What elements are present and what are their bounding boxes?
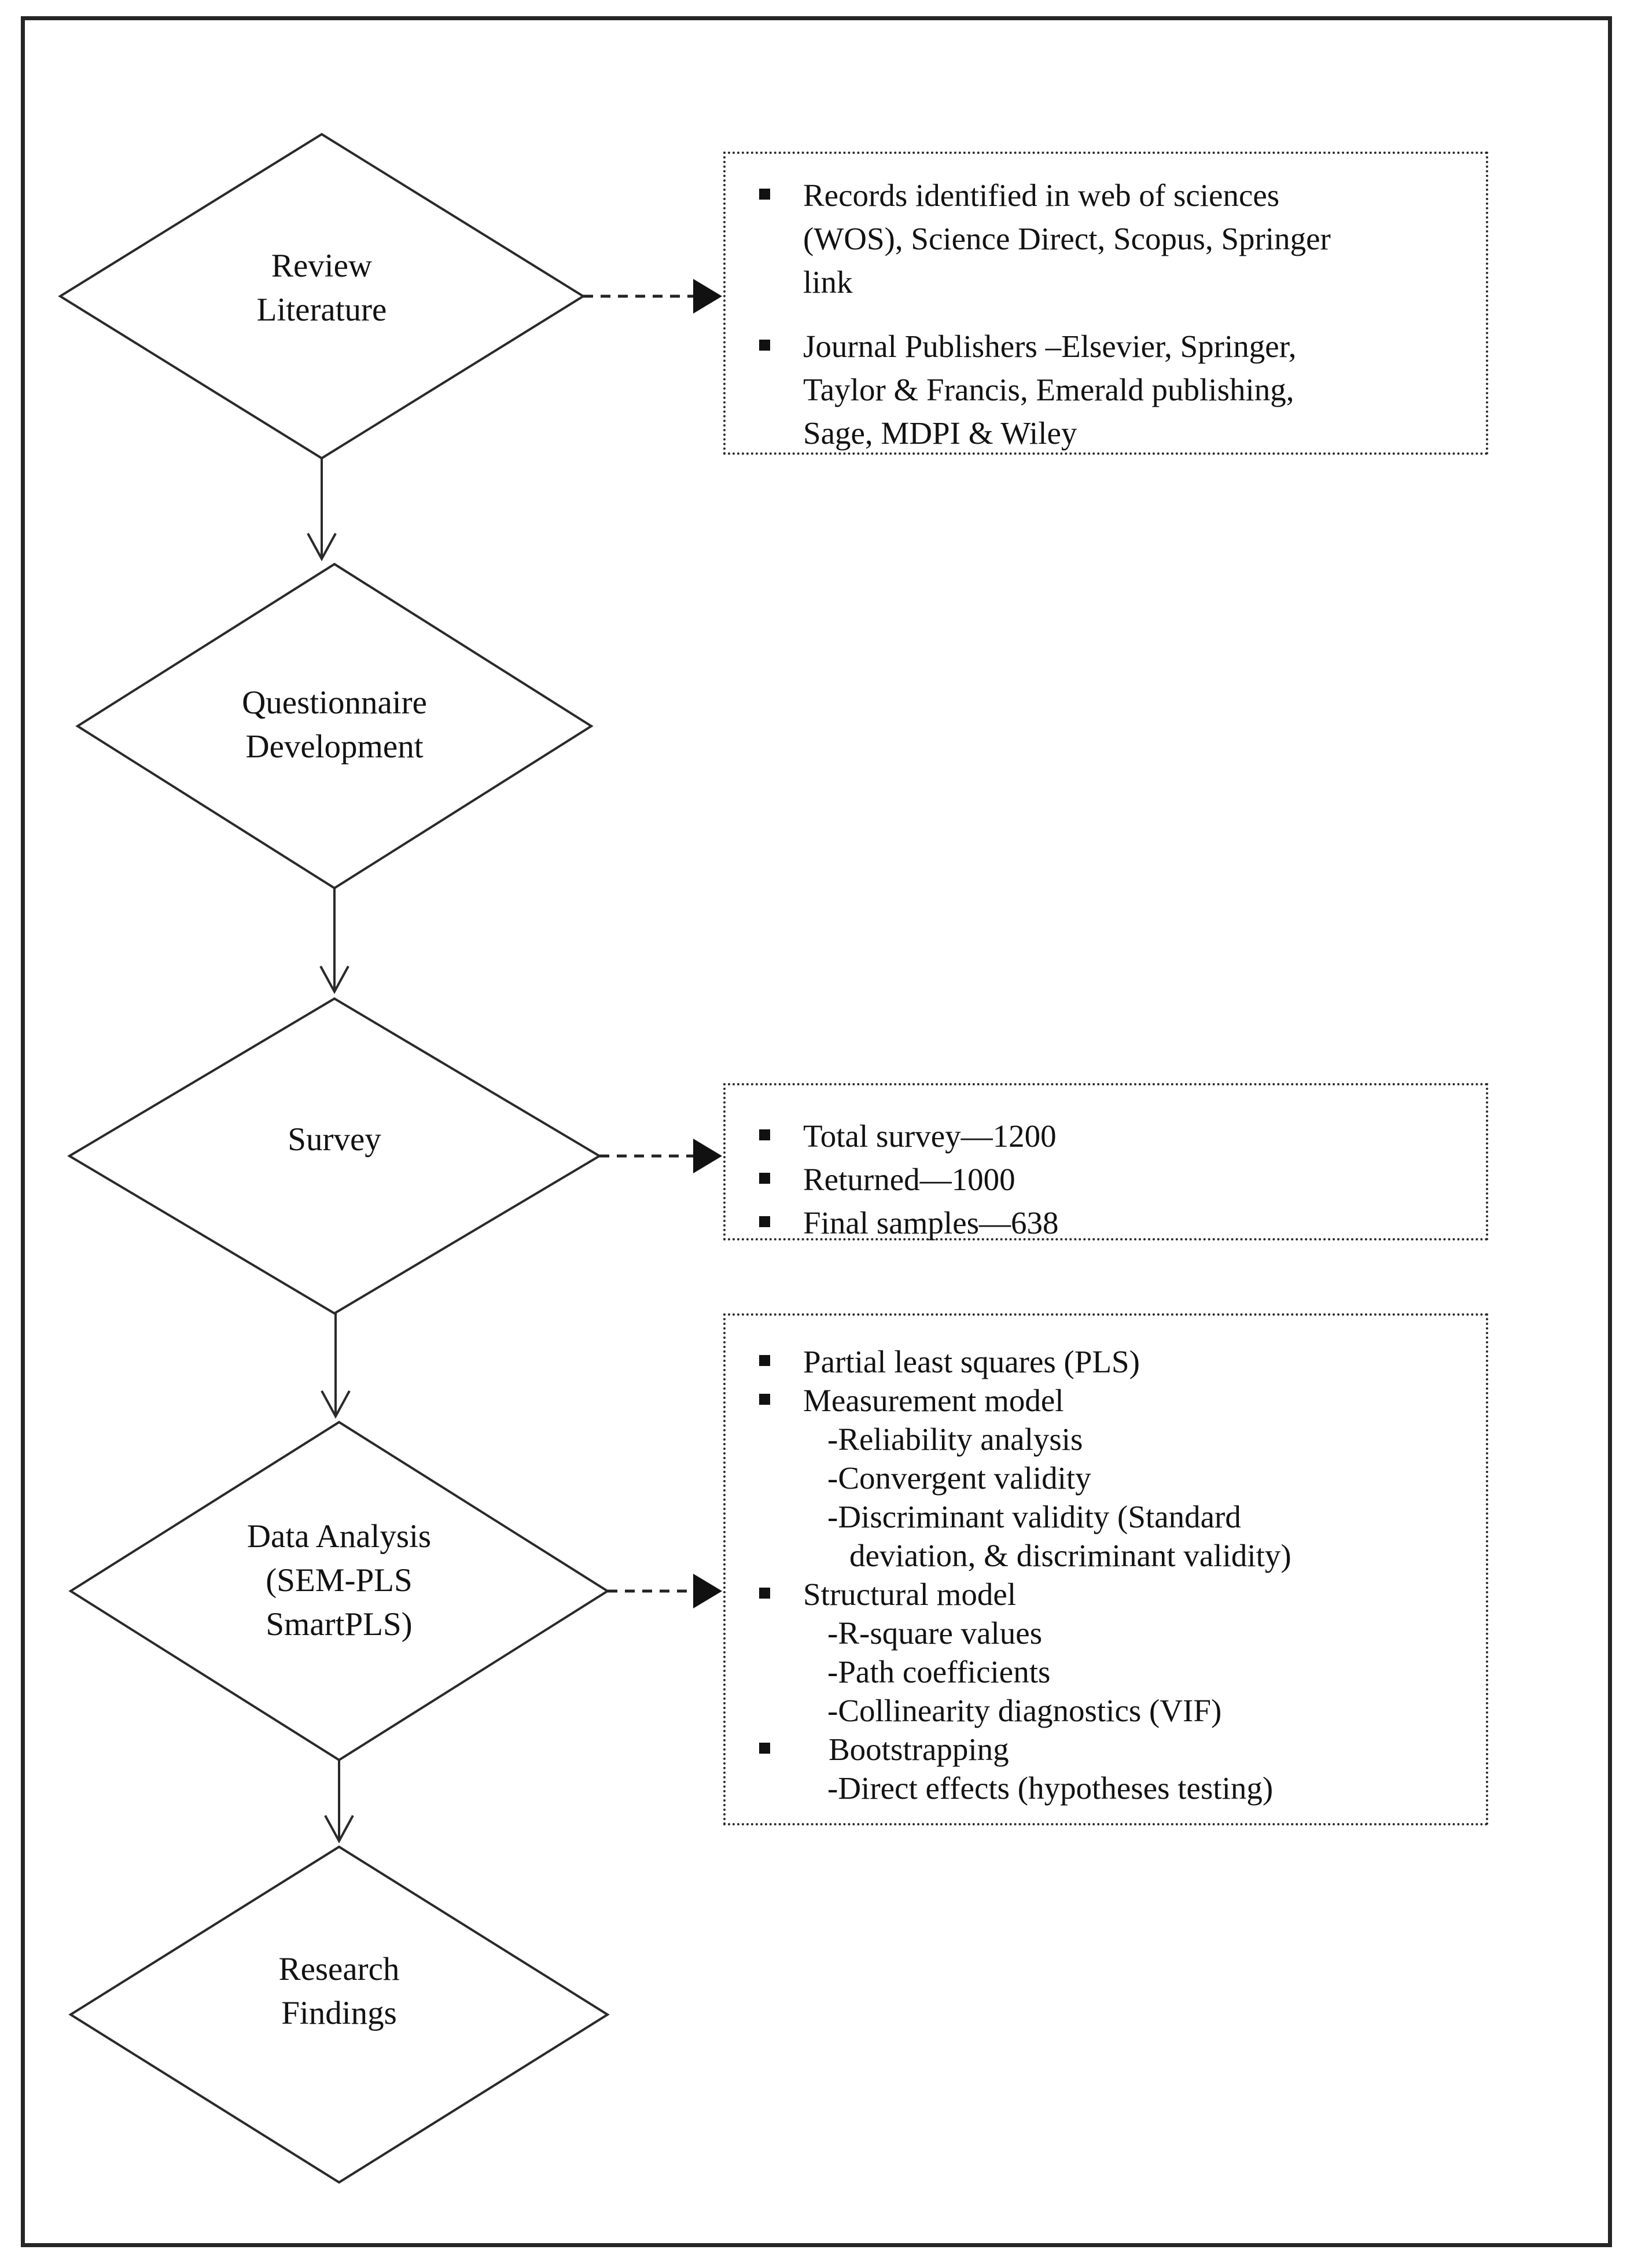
bullet-square-icon (759, 1129, 770, 1140)
bullet-cell (726, 1575, 803, 1599)
arrow-data-analysis-to-findings (324, 1760, 354, 1844)
bullet-square-icon (759, 189, 770, 200)
page-border (21, 16, 1612, 2247)
node-label-line: Survey (288, 1121, 381, 1158)
bullet-square-icon (759, 1588, 770, 1599)
node-label-data-analysis: Data Analysis (SEM-PLS SmartPLS) (247, 1515, 431, 1647)
list-item-text: Returned—1000 (803, 1158, 1469, 1201)
arrow-review-to-questionnaire (307, 458, 337, 562)
list-item: Structural model (726, 1575, 1469, 1614)
text-line: Measurement model (803, 1383, 1064, 1418)
sub-item: -Path coefficients (827, 1654, 1051, 1689)
dashed-arrowhead-survey (693, 1139, 722, 1173)
callout-content: Total survey—1200 Returned—1000 Final sa… (726, 1085, 1486, 1245)
text-line: link (803, 264, 853, 300)
list-item-text: Records identified in web of sciences (W… (803, 174, 1469, 304)
arrow-questionnaire-to-survey (319, 888, 349, 995)
text-line: Final samples—638 (803, 1205, 1059, 1240)
list-item-text: Partial least squares (PLS) (803, 1342, 1469, 1381)
bullet-square-icon (759, 1355, 770, 1366)
node-label-line: (SEM-PLS (266, 1562, 413, 1599)
node-label-line: SmartPLS) (266, 1606, 413, 1643)
bullet-square-icon (759, 1173, 770, 1184)
list-item-text: Measurement model (803, 1381, 1469, 1420)
node-label-review-literature: Review Literature (257, 244, 387, 332)
bullet-square-icon (759, 1743, 770, 1754)
bullet-cell (726, 174, 803, 200)
list-item: Final samples—638 (726, 1201, 1469, 1245)
list-item-text: Structural model (803, 1575, 1469, 1614)
list-item-text: Final samples—638 (803, 1201, 1469, 1245)
bullet-cell (726, 1114, 803, 1140)
sub-item: -Direct effects (hypotheses testing) (827, 1770, 1274, 1806)
list-item: Bootstrapping (726, 1730, 1469, 1769)
node-label-line: Data Analysis (246, 1518, 432, 1555)
node-label-line: Review (271, 248, 373, 284)
text-line: Returned—1000 (803, 1162, 1015, 1197)
research-findings-diamond (68, 1845, 610, 2184)
callout-box-data-analysis-details: Partial least squares (PLS) Measurement … (723, 1313, 1488, 1825)
list-item-text: Total survey—1200 (803, 1114, 1469, 1158)
bullet-square-icon (759, 340, 770, 351)
sub-item-continued: deviation, & discriminant validity) (849, 1538, 1291, 1573)
bullet-cell (726, 1342, 803, 1366)
node-label-line: Literature (256, 292, 387, 328)
text-line: Journal Publishers –Elsevier, Springer, (803, 329, 1297, 364)
sub-item: -R-square values (827, 1615, 1043, 1651)
bullet-cell (726, 1730, 803, 1754)
text-line: Records identified in web of sciences (803, 178, 1280, 213)
list-item: Returned—1000 (726, 1158, 1469, 1201)
text-line: Structural model (803, 1577, 1017, 1612)
node-label-line: Development (245, 728, 424, 765)
sub-item: -Discriminant validity (Standard (827, 1499, 1241, 1534)
node-label-line: Findings (281, 1995, 397, 2031)
callout-box-literature-sources: Records identified in web of sciences (W… (723, 152, 1488, 455)
list-item: Total survey—1200 (726, 1114, 1469, 1158)
sub-item: -Reliability analysis (827, 1422, 1083, 1457)
list-item-text: Journal Publishers –Elsevier, Springer, … (803, 325, 1469, 455)
text-line: Partial least squares (PLS) (803, 1344, 1140, 1379)
node-label-line: Research (278, 1951, 400, 1987)
list-item-text: Bootstrapping (803, 1730, 1469, 1769)
list-item: Records identified in web of sciences (W… (726, 174, 1469, 304)
node-label-line: Questionnaire (242, 684, 427, 721)
text-line: Bootstrapping (829, 1732, 1009, 1767)
bullet-cell (726, 1381, 803, 1405)
node-label-survey: Survey (288, 1118, 381, 1162)
node-label-questionnaire-development: Questionnaire Development (242, 681, 427, 769)
dashed-arrowhead-review-literature (693, 279, 722, 314)
list-item: Measurement model (726, 1381, 1469, 1420)
sub-item: -Convergent validity (827, 1460, 1091, 1496)
callout-content: Records identified in web of sciences (W… (726, 154, 1486, 455)
text-line: Taylor & Francis, Emerald publishing, (803, 372, 1294, 407)
text-line: Total survey—1200 (803, 1118, 1057, 1154)
arrow-survey-to-data-analysis (321, 1313, 351, 1419)
list-item: Partial least squares (PLS) (726, 1342, 1469, 1381)
dashed-arrowhead-data-analysis (693, 1574, 722, 1608)
node-label-research-findings: Research Findings (279, 1947, 400, 2035)
bullet-cell (726, 1158, 803, 1184)
bullet-cell (726, 1201, 803, 1227)
text-line: Sage, MDPI & Wiley (803, 415, 1077, 451)
callout-box-survey-counts: Total survey—1200 Returned—1000 Final sa… (723, 1083, 1488, 1240)
bullet-square-icon (759, 1394, 770, 1405)
text-line: (WOS), Science Direct, Scopus, Springer (803, 221, 1331, 256)
sub-item: -Collinearity diagnostics (VIF) (827, 1693, 1222, 1728)
bullet-cell (726, 325, 803, 351)
bullet-square-icon (759, 1216, 770, 1227)
callout-content: Partial least squares (PLS) Measurement … (726, 1316, 1486, 1807)
list-item: Journal Publishers –Elsevier, Springer, … (726, 325, 1469, 455)
